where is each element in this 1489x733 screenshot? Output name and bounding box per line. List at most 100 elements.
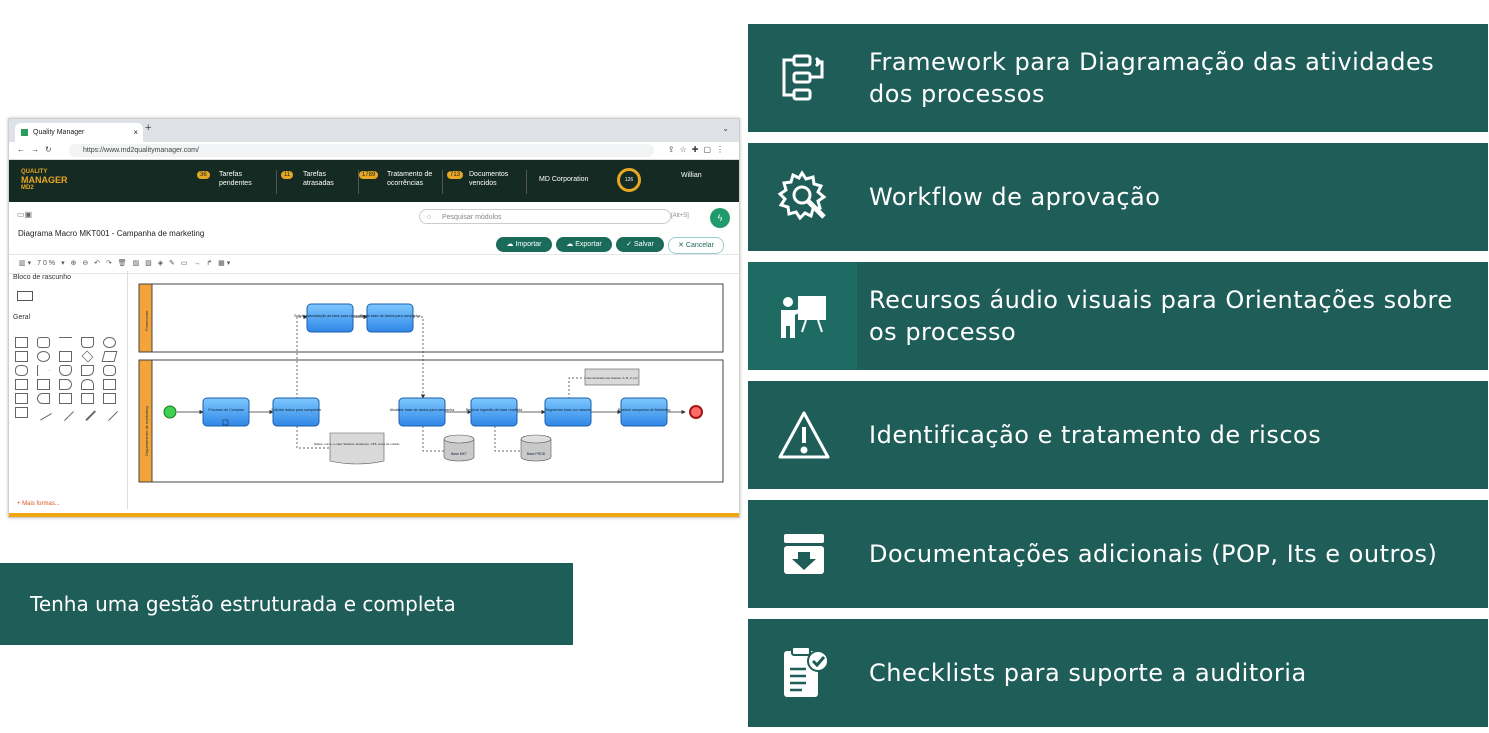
feature-workflow: Workflow de aprovação [748, 143, 1488, 251]
stat-expired-docs[interactable]: 713 Documentos vencidos [447, 170, 527, 194]
search-icon: ○ [427, 214, 432, 221]
shape-rect[interactable] [15, 337, 28, 348]
stat-count: 11 [281, 171, 294, 179]
shape-bold-arrow[interactable] [79, 404, 96, 421]
feature-checklists: Checklists para suporte a auditoria [748, 619, 1488, 727]
shape-square[interactable] [15, 351, 28, 362]
class-annotation-note[interactable]: Demonstrado nas classes: A, B, C e D [584, 368, 640, 386]
lane-supplier[interactable]: Fornecedor [138, 283, 724, 353]
feature-risks: Identificação e tratamento de riscos [748, 381, 1488, 489]
shape-box[interactable] [59, 393, 72, 404]
stat-late-tasks[interactable]: 11 Tarefas atrasadas [281, 170, 359, 194]
stat-occurrences[interactable]: 1789 Tratamento de ocorrências [359, 170, 443, 194]
new-tab-button[interactable]: + [145, 122, 152, 134]
task-run-campaign[interactable]: Realizar campanha de Marketing [618, 397, 671, 427]
shape-document[interactable] [81, 365, 94, 376]
shape-callout[interactable] [103, 365, 116, 376]
stat-count: 36 [197, 171, 210, 179]
app-header: QUALITY MANAGER MD2 36 Tarefas pendentes… [9, 160, 739, 202]
shape-hexagon[interactable] [15, 365, 28, 376]
shape-cylinder[interactable] [59, 365, 72, 376]
task-send-base[interactable]: Enviar base de dados para campanha [360, 303, 421, 333]
module-search-input[interactable]: ○ Pesquisar módulos [419, 209, 671, 224]
browser-tab[interactable]: Quality Manager × [15, 123, 143, 142]
task-request-data[interactable]: Solicitar dados para campanha [271, 397, 321, 427]
bpmn-canvas[interactable]: Fornecedor Departamento de marketing [137, 271, 739, 509]
stat-pending-tasks[interactable]: 36 Tarefas pendentes [197, 170, 277, 194]
shape-ellipse[interactable] [103, 337, 116, 348]
end-event[interactable] [689, 405, 703, 419]
stat-count: 713 [447, 171, 464, 179]
stat-count: 1789 [359, 171, 379, 179]
company-name[interactable]: MD Corporation [539, 176, 589, 183]
score-ring[interactable]: 126 [617, 168, 641, 192]
diagram-flow-icon [782, 54, 824, 101]
shape-page[interactable] [15, 393, 28, 404]
shape-process[interactable] [59, 351, 72, 362]
shape-circle[interactable] [37, 351, 50, 362]
shape-list[interactable] [15, 407, 28, 418]
svg-text:Processo de Compras: Processo de Compras [208, 408, 244, 412]
url-text: https://www.md2qualitymanager.com/ [83, 147, 199, 154]
shape-triangle[interactable] [37, 365, 50, 376]
shape-table[interactable] [15, 379, 28, 390]
svg-text:Realizar campanha de Marketing: Realizar campanha de Marketing [618, 408, 671, 412]
browser-urlbar: ←→↻ https://www.md2qualitymanager.com/ ⇪… [9, 142, 739, 160]
shape-actor[interactable] [81, 379, 94, 390]
diagram-view-icon[interactable]: ▭▣ [17, 210, 33, 219]
tab-search-chevron-icon[interactable]: ⌄ [722, 124, 729, 133]
shape-connector[interactable] [35, 404, 52, 421]
shape-card[interactable] [37, 379, 50, 390]
quick-action-button[interactable]: ϟ [710, 208, 730, 228]
clipboard-check-icon [784, 646, 829, 697]
shape-or[interactable] [37, 393, 50, 404]
shape-note[interactable] [81, 337, 94, 348]
import-button[interactable]: ☁ Importar [496, 237, 552, 252]
task-segment-base[interactable]: Segmentar base por classes [544, 397, 592, 427]
shape-line[interactable] [59, 337, 72, 348]
zoom-controls-icon[interactable]: ▾ ⊕ ⊖ ↶ ↷ 🗑 ▨ ▧ ◈ ✎ ▭ → ↱ ▦▾ [61, 260, 233, 267]
page-toolbar: ▭▣ ○ Pesquisar módulos [Alt+S] ϟ Diagram… [9, 202, 739, 255]
shape-arrow[interactable] [57, 404, 74, 421]
general-section[interactable]: Geral [13, 314, 31, 321]
address-bar[interactable]: https://www.md2qualitymanager.com/ [69, 144, 654, 157]
shape-frame[interactable] [81, 393, 94, 404]
database-mkt[interactable]: Base MKT [443, 434, 475, 462]
feature-text: Recursos áudio visuais para Orientações … [869, 286, 1453, 346]
app-footer-bar [9, 513, 739, 517]
shape-parallelogram[interactable] [101, 351, 118, 362]
task-request-update[interactable]: Solicitar atualização da base para campa… [294, 303, 366, 333]
shape-delay[interactable] [59, 379, 72, 390]
shape-rounded[interactable] [37, 337, 50, 348]
export-button[interactable]: ☁ Exportar [556, 237, 612, 252]
feature-text: Framework para Diagramação das atividade… [869, 48, 1435, 108]
task-ingest-base[interactable]: Realizar ingestão de base recebida [466, 397, 522, 427]
shape-bidirectional[interactable] [101, 404, 118, 421]
shape-cube[interactable] [103, 393, 116, 404]
layout-icon[interactable]: ▥▾ [19, 260, 34, 267]
nav-arrows-icon[interactable]: ←→↻ [17, 145, 58, 154]
tab-close-icon[interactable]: × [133, 128, 138, 137]
data-document-note[interactable]: Dados: nome, e-mail, Telefone, Endereço,… [314, 432, 400, 465]
browser-extension-icons[interactable]: ⇪☆✚▢⋮ [667, 145, 729, 154]
feature-text: Checklists para suporte a auditoria [869, 659, 1307, 687]
zoom-level[interactable]: 70% [37, 260, 58, 267]
database-prod[interactable]: Base PROD [520, 434, 552, 462]
user-name[interactable]: Willian [681, 172, 702, 179]
shape-sidebar: Bloco de rascunho Geral + Mais formas... [9, 271, 128, 509]
svg-text:Enviar base de dados para camp: Enviar base de dados para campanha [360, 314, 421, 318]
app-favicon-icon [21, 129, 28, 136]
save-button[interactable]: ✓ Salvar [616, 237, 664, 252]
svg-text:Demonstrado nas classes: A, B,: Demonstrado nas classes: A, B, C e D [586, 376, 638, 380]
more-shapes-link[interactable]: + Mais formas... [17, 501, 60, 507]
start-event[interactable] [163, 405, 177, 419]
cancel-button[interactable]: ✕ Cancelar [668, 237, 724, 254]
task-purchasing-process[interactable]: Processo de Compras [202, 397, 250, 427]
shape-diamond[interactable] [81, 350, 94, 363]
shape-tape[interactable] [103, 379, 116, 390]
flow-connectors [177, 314, 686, 452]
app-logo: QUALITY MANAGER MD2 [21, 169, 68, 191]
scratchpad-section[interactable]: Bloco de rascunho [13, 274, 71, 281]
scratch-shape[interactable] [17, 291, 33, 301]
task-update-base[interactable]: Atualizar base de dados para campanha [390, 397, 455, 427]
